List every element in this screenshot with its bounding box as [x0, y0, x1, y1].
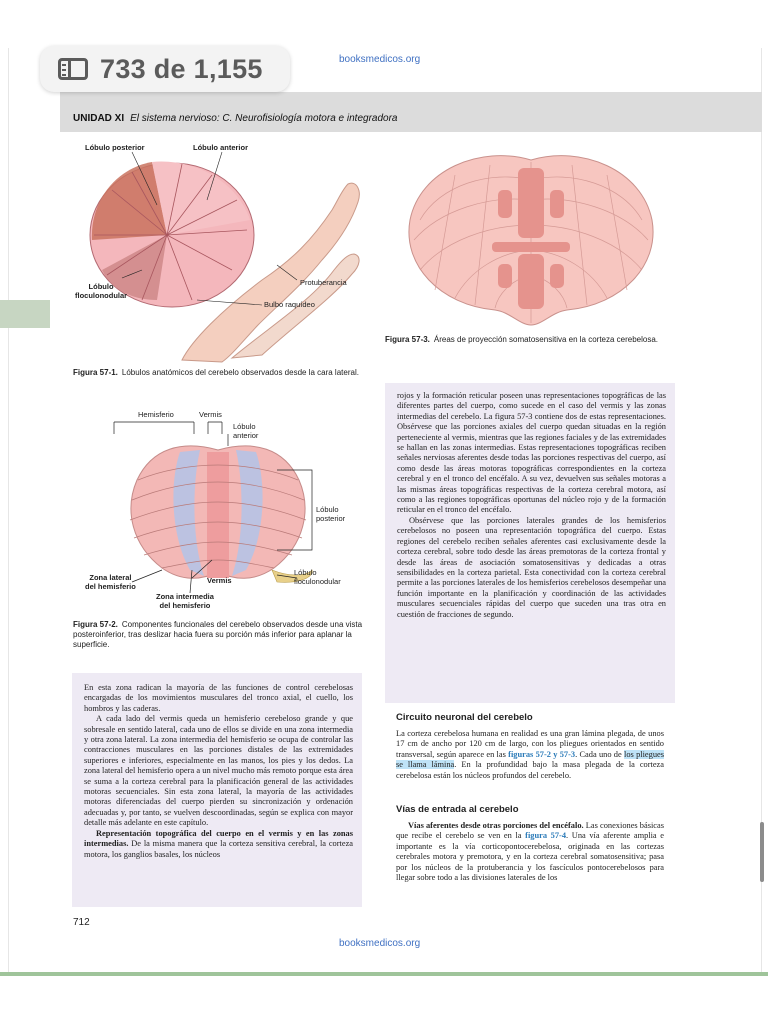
fig1-label-protuberancia: Protuberancia	[300, 278, 347, 287]
section2-text-a: Las conexiones básicas que recibe el cer…	[396, 821, 664, 841]
scrollbar-thumb[interactable]	[760, 822, 764, 882]
section1-text-b: . Cada uno de	[575, 749, 625, 759]
fig2-label-hemisferio: Hemisferio	[138, 410, 174, 419]
section2-bold-lead: Vías aferentes desde otras porciones del…	[408, 821, 584, 830]
section-title-circuito: Circuito neuronal del cerebelo	[396, 712, 533, 723]
unit-label: UNIDAD XI	[73, 113, 125, 124]
fig2-caption-text: Componentes funcionales del cerebelo obs…	[73, 620, 363, 649]
fig1-label-flocculonodular: Lóbulo floculonodular	[75, 282, 128, 300]
left-text-body: En esta zona radican la mayoría de las f…	[72, 673, 362, 860]
fig3-caption-number: Figura 57-3.	[385, 335, 430, 344]
section1-text-c: . En la profundidad bajo la masa plegada…	[396, 760, 664, 780]
fig2-label-lobulo-posterior: Lóbulo posterior	[316, 505, 346, 523]
figure-57-2-functional-components	[113, 421, 313, 594]
viewer-top-bar	[0, 0, 768, 48]
fig2-label-vermis-bottom: Vermis	[207, 576, 232, 585]
page-counter-badge[interactable]: 733 de 1,155	[40, 46, 290, 92]
header-band	[60, 92, 762, 132]
section2-text-b: . Una vía aferente amplia e importante e…	[396, 831, 665, 883]
left-bold-lead: Representación topográfica del cuerpo en…	[84, 828, 353, 849]
fig2-label-floculonodular: Lóbulo floculonodular	[294, 568, 341, 586]
next-page-edge	[0, 972, 768, 976]
left-bold-rest: De la misma manera que la corteza sensit…	[84, 839, 354, 859]
unit-title: El sistema nervioso: C. Neurofisiología …	[130, 113, 398, 124]
site-watermark-top[interactable]: booksmedicos.org	[339, 54, 421, 65]
right-paragraph-2: Obsérvese que las porciones laterales gr…	[397, 515, 666, 619]
site-watermark-bottom[interactable]: booksmedicos.org	[339, 938, 421, 949]
left-paragraph-2: A cada lado del vermis queda un hemisfer…	[84, 714, 353, 828]
figure-57-3-somatosensory-areas	[408, 155, 654, 326]
page-counter-text: 733 de 1,155	[100, 53, 263, 84]
fig3-caption-text: Áreas de proyección somatosensitiva en l…	[433, 335, 659, 344]
fig2-label-zona-intermedia: Zona intermedia del hemisferio	[156, 592, 214, 610]
side-tab-marker	[0, 300, 50, 328]
section2-paragraph: Vías aferentes desde otras porciones del…	[396, 821, 664, 883]
left-paragraph-3: Representación topográfica del cuerpo en…	[84, 829, 353, 860]
section-title-vias: Vías de entrada al cerebelo	[396, 804, 519, 815]
right-text-body: rojos y la formación reticular poseen un…	[385, 383, 675, 620]
fig1-caption-number: Figura 57-1.	[73, 368, 118, 377]
right-text-box: rojos y la formación reticular poseen un…	[385, 383, 675, 703]
fig2-caption-number: Figura 57-2.	[73, 620, 118, 629]
fig1-label-anterior: Lóbulo anterior	[193, 143, 248, 152]
left-text-box: En esta zona radican la mayoría de las f…	[72, 673, 362, 907]
fig3-caption: Figura 57-3.Áreas de proyección somatose…	[385, 335, 675, 345]
section1-text-a: La corteza cerebelosa humana en realidad…	[396, 729, 664, 759]
section2-body: Vías aferentes desde otras porciones del…	[396, 821, 664, 883]
sidebar-toggle-icon[interactable]	[58, 58, 88, 80]
fig2-label-zona-lateral: Zona lateral del hemisferio	[85, 573, 136, 591]
page-number: 712	[73, 917, 90, 928]
section1-paragraph: La corteza cerebelosa humana en realidad…	[396, 729, 664, 781]
section1-figure-link[interactable]: figuras 57-2 y 57-3	[508, 749, 576, 759]
section2-figure-link[interactable]: figura 57-4	[525, 831, 567, 841]
fig2-label-lobulo-anterior: Lóbulo anterior	[233, 422, 259, 440]
right-paragraph-1: rojos y la formación reticular poseen un…	[397, 391, 666, 515]
chapter-header: UNIDAD XI El sistema nervioso: C. Neurofi…	[73, 113, 397, 124]
fig2-label-vermis-top: Vermis	[199, 410, 222, 419]
fig1-label-bulbo: Bulbo raquídeo	[264, 300, 315, 309]
figure-57-1-cerebellum-lateral	[89, 151, 360, 363]
section1-body: La corteza cerebelosa humana en realidad…	[396, 729, 664, 781]
fig1-caption: Figura 57-1.Lóbulos anatómicos del cereb…	[73, 368, 363, 378]
fig2-caption: Figura 57-2.Componentes funcionales del …	[73, 620, 365, 650]
fig1-caption-text: Lóbulos anatómicos del cerebelo observad…	[121, 368, 359, 377]
fig1-label-posterior: Lóbulo posterior	[85, 143, 145, 152]
left-paragraph-1: En esta zona radican la mayoría de las f…	[84, 683, 353, 713]
